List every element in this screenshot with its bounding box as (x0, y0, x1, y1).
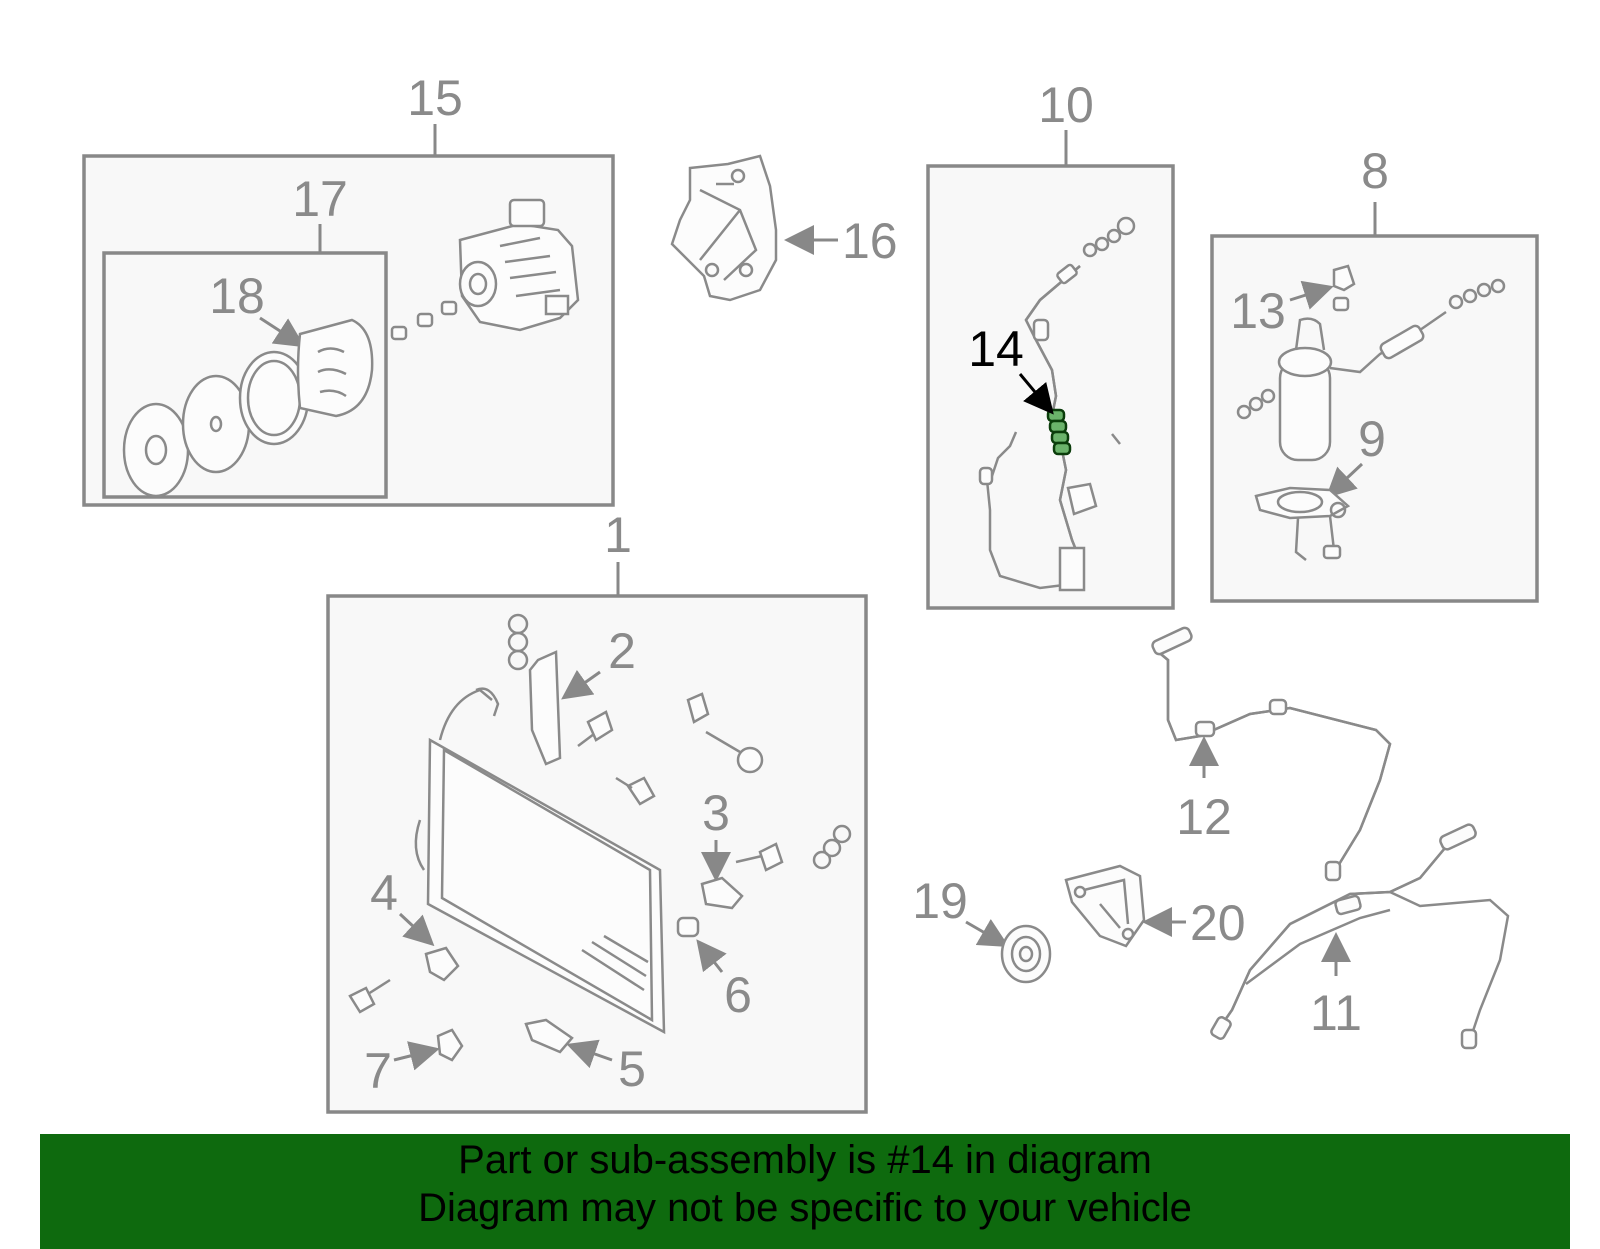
banner-line-1: Part or sub-assembly is #14 in diagram (458, 1138, 1152, 1182)
callout-11[interactable]: 11 (1310, 985, 1362, 1041)
callout-6[interactable]: 6 (724, 967, 752, 1023)
group-10-hose: 10 14 (926, 77, 1175, 610)
part-14-highlight[interactable] (1046, 408, 1072, 456)
callout-13[interactable]: 13 (1230, 283, 1286, 339)
group-15-compressor: 15 17 18 (82, 70, 615, 507)
group-12-hose: 12 (1151, 626, 1392, 882)
callout-16[interactable]: 16 (842, 213, 898, 269)
callout-14[interactable]: 14 (968, 321, 1024, 377)
group-20-bracket: 20 (1064, 864, 1246, 951)
info-banner: Part or sub-assembly is #14 in diagram D… (40, 1134, 1570, 1249)
callout-17[interactable]: 17 (292, 171, 348, 227)
callout-20[interactable]: 20 (1190, 895, 1246, 951)
group-19-pulley: 19 (912, 873, 1052, 984)
callout-15[interactable]: 15 (407, 70, 463, 126)
banner-line-2: Diagram may not be specific to your vehi… (418, 1186, 1192, 1230)
callout-4[interactable]: 4 (370, 865, 398, 921)
group-1-condenser: 1 2 3 4 (326, 507, 868, 1114)
callout-2[interactable]: 2 (608, 623, 636, 679)
compressor (390, 198, 580, 341)
clutch-parts (122, 318, 374, 498)
callout-3[interactable]: 3 (702, 785, 730, 841)
callout-8[interactable]: 8 (1361, 143, 1389, 199)
callout-9[interactable]: 9 (1358, 411, 1386, 467)
callout-5[interactable]: 5 (618, 1041, 646, 1097)
group-16-bracket: 16 (670, 154, 898, 302)
callout-10[interactable]: 10 (1038, 77, 1094, 133)
callout-12[interactable]: 12 (1176, 789, 1232, 845)
group-11-hose: 11 (1210, 823, 1510, 1050)
box-10 (926, 164, 1175, 610)
callout-7[interactable]: 7 (364, 1043, 392, 1099)
callout-1[interactable]: 1 (604, 507, 632, 563)
callout-18[interactable]: 18 (209, 268, 265, 324)
callout-19[interactable]: 19 (912, 873, 968, 929)
group-8-drier: 8 13 9 (1210, 143, 1539, 603)
